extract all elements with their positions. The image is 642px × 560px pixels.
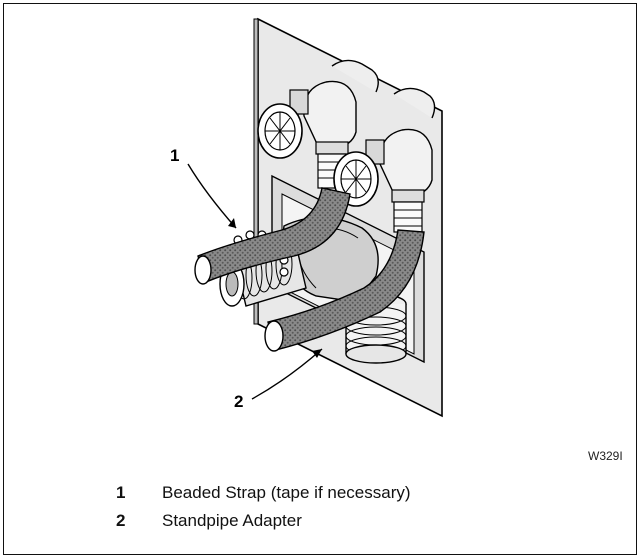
figure-frame: 1 2 W329I 1 Beaded Strap (tape if necess… bbox=[3, 3, 637, 555]
callout-leader-2 bbox=[251, 348, 323, 400]
callout-leader-1 bbox=[187, 163, 237, 229]
supply-pipes bbox=[331, 59, 436, 119]
figure-code: W329I bbox=[588, 449, 623, 463]
legend-number: 2 bbox=[116, 511, 126, 530]
callout-number-2: 2 bbox=[234, 392, 243, 411]
legend-text: Beaded Strap (tape if necessary) bbox=[162, 483, 411, 502]
legend-text: Standpipe Adapter bbox=[162, 511, 302, 530]
inlet-hose-right bbox=[264, 229, 425, 352]
legend-number: 1 bbox=[116, 483, 126, 502]
inlet-hose-left bbox=[194, 187, 351, 285]
washer-hose-installation-illustration: 1 2 W329I bbox=[170, 17, 623, 463]
callout-number-1: 1 bbox=[170, 146, 179, 165]
